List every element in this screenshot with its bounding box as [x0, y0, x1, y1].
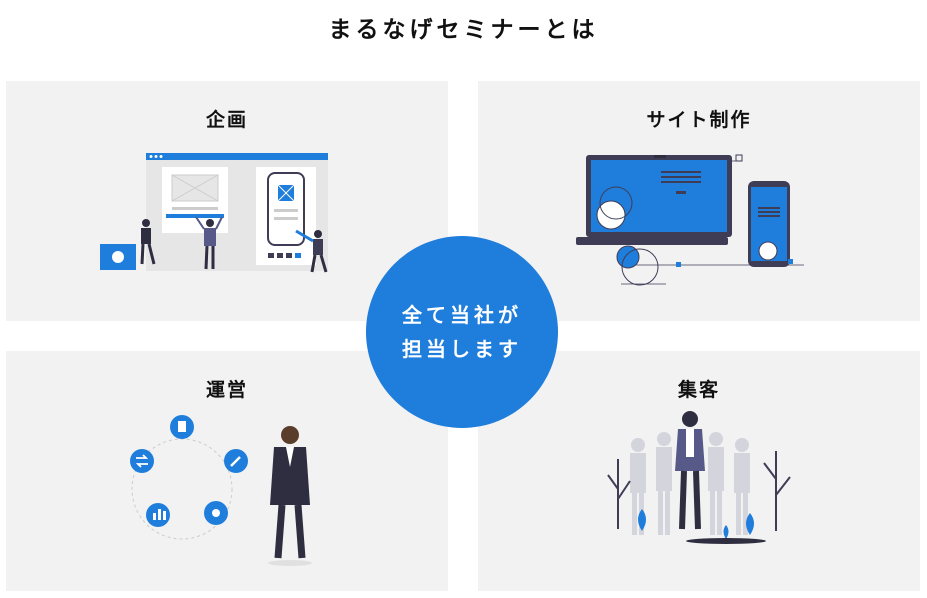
panel-planning-label: 企画 [205, 109, 248, 131]
panel-operation-label: 運営 [205, 379, 248, 401]
panel-planning: 企画 [6, 81, 448, 321]
panel-site-production-label: サイト制作 [646, 109, 752, 131]
crowd-illustration [607, 411, 791, 544]
panel-attracting-customers: 集客 [478, 351, 920, 591]
center-circle: 全て当社が 担当します [366, 236, 558, 428]
page-title: まるなげセミナーとは [328, 17, 599, 43]
center-line-1: 全て当社が [402, 303, 522, 327]
panel-operation: 運営 [6, 351, 448, 591]
businessman-cycle-illustration [130, 415, 312, 566]
responsive-devices-illustration [576, 154, 804, 286]
panel-site-production: サイト制作 [478, 81, 920, 321]
web-design-illustration [100, 153, 328, 273]
center-line-2: 担当します [402, 337, 522, 361]
panel-attracting-customers-label: 集客 [677, 379, 720, 401]
